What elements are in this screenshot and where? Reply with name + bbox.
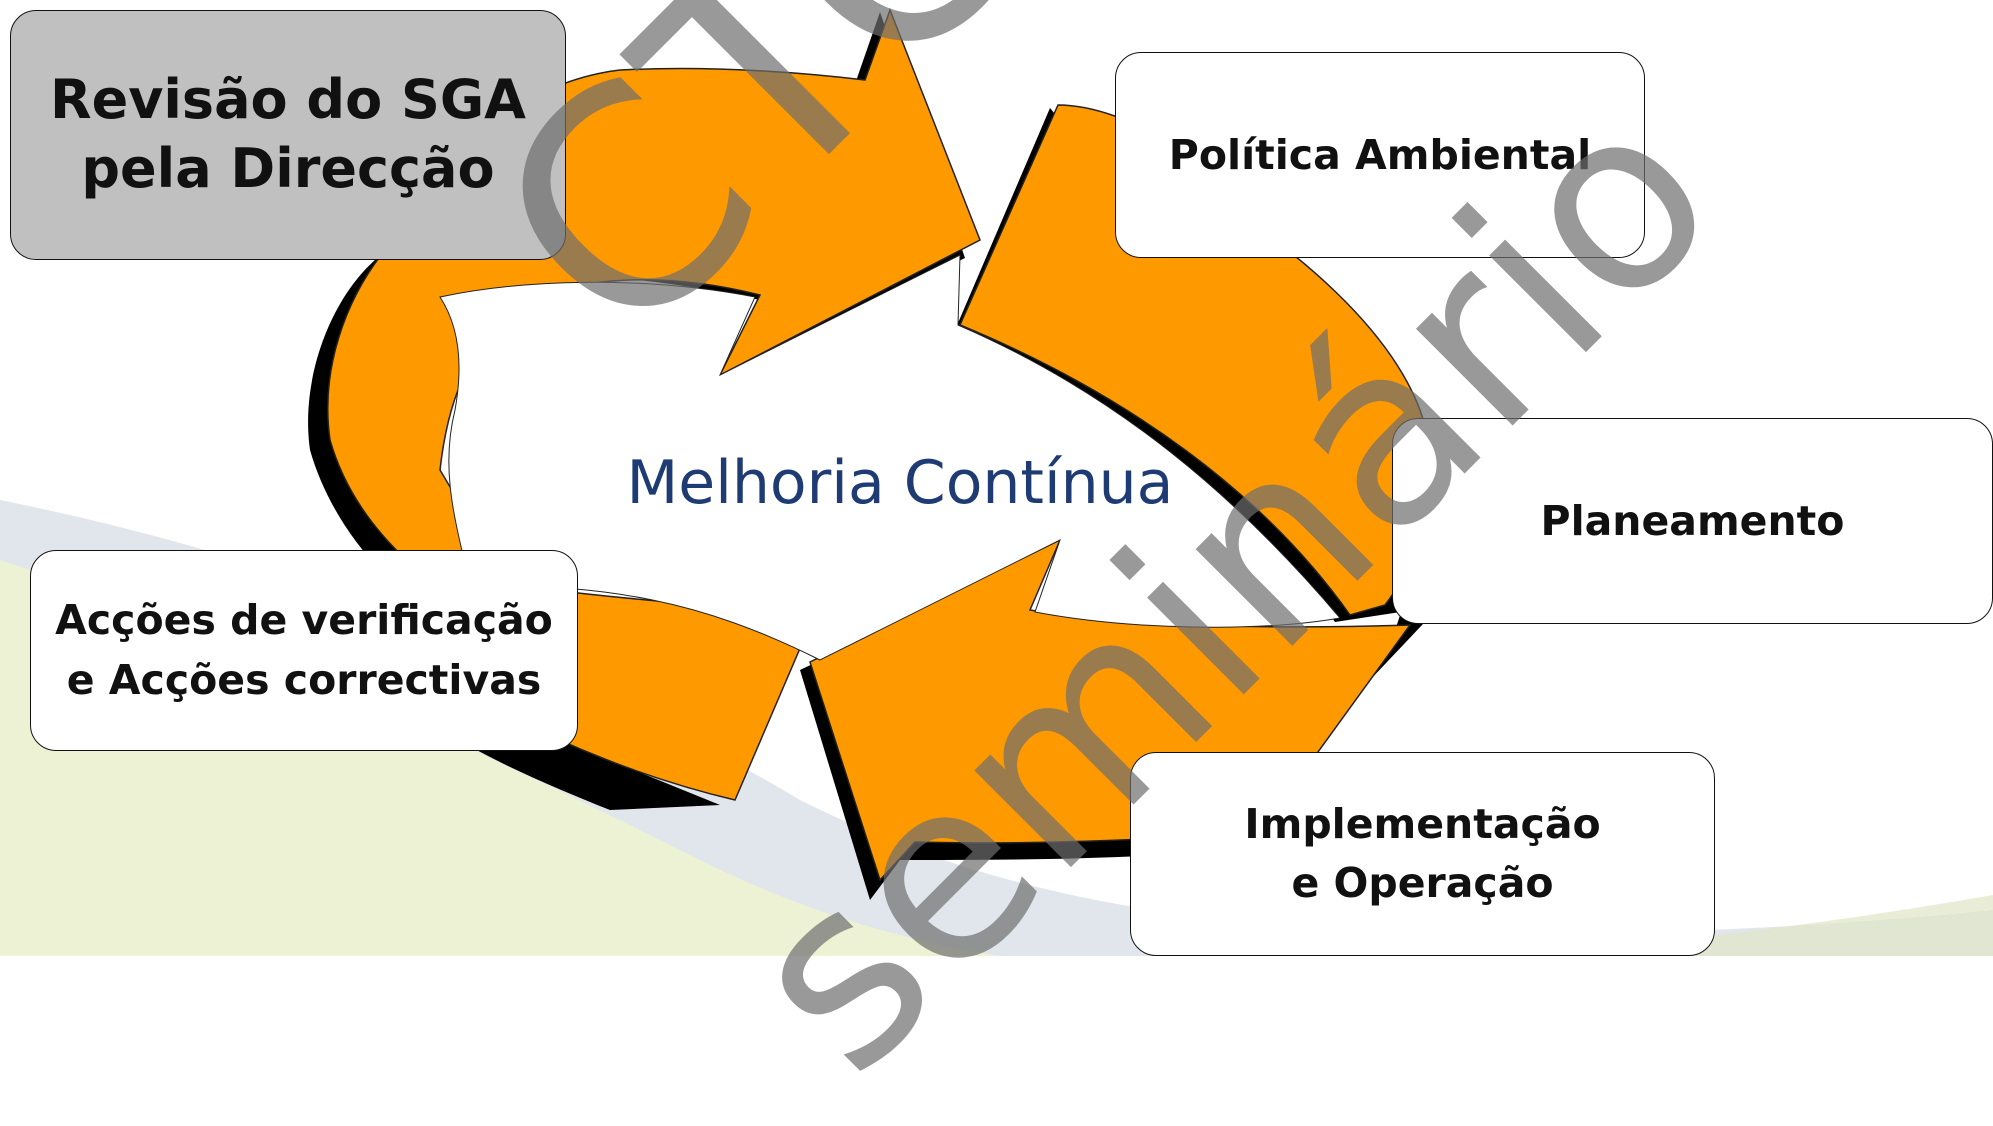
step-planning-label: Planeamento xyxy=(1540,497,1845,545)
step-review-box: Revisão do SGA pela Direcção xyxy=(10,10,566,260)
step-review-label: Revisão do SGA pela Direcção xyxy=(50,68,526,200)
step-verification-box: Acções de verificação e Acções correctiv… xyxy=(30,550,578,751)
inner-opening xyxy=(439,254,1341,661)
step-policy-box: Política Ambiental xyxy=(1115,52,1645,258)
step-verification-label: Acções de verificação e Acções correctiv… xyxy=(55,596,553,704)
step-implementation-box: Implementação e Operação xyxy=(1130,752,1715,956)
step-implementation-label: Implementação e Operação xyxy=(1244,799,1601,907)
center-label: Melhoria Contínua xyxy=(626,448,1174,518)
step-policy-label: Política Ambiental xyxy=(1168,131,1592,179)
light-swoosh xyxy=(1500,895,1993,956)
step-planning-box: Planeamento xyxy=(1392,418,1993,624)
